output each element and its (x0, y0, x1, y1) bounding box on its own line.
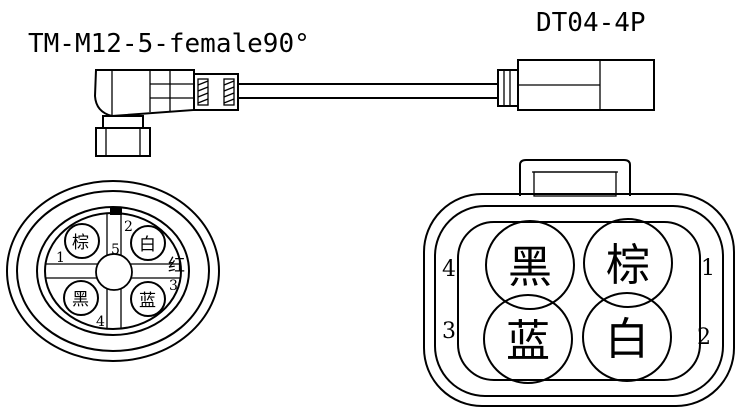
dt-pin-1-number: 1 (701, 256, 715, 281)
m12-pin-4-number: 4 (96, 314, 105, 330)
dt-pin-4-contact (485, 220, 575, 310)
m12-pin-2-number: 2 (124, 219, 133, 235)
dt-pin-2-number: 2 (697, 325, 711, 350)
dt-pin-4-number: 4 (442, 257, 456, 282)
cable (238, 83, 498, 99)
m12-pin-1-color: 棕 (72, 233, 89, 253)
m12-red-wire-label: 红 (168, 256, 185, 276)
dt-pin-1-contact (583, 218, 673, 308)
m12-pin-5-number: 5 (111, 242, 120, 258)
dt-pin-3-color: 蓝 (506, 316, 550, 367)
dt04-face-view: 黑 4 棕 1 蓝 3 白 2 (423, 159, 735, 407)
m12-pin-1-number: 1 (56, 250, 65, 266)
m12-pin-2-contact (130, 225, 166, 261)
m12-face-view: 棕 1 白 2 蓝 3 黑 4 5 红 (6, 180, 220, 362)
m12-strain-relief (193, 73, 239, 111)
dt-connector-title: DT04-4P (536, 8, 646, 38)
dt-pin-1-color: 棕 (606, 240, 650, 291)
dt-pin-3-number: 3 (442, 319, 456, 344)
m12-pin-3-color: 蓝 (139, 291, 156, 311)
m12-connector-title: TM-M12-5-female90° (28, 29, 310, 59)
cable-assembly (93, 59, 655, 157)
dt04-plug-body (497, 59, 655, 111)
coding-key (110, 207, 122, 215)
m12-right-angle-body (93, 69, 195, 157)
m12-pin-3-contact (130, 281, 166, 317)
m12-pin-2-color: 白 (139, 235, 156, 255)
dt-pin-4-color: 黑 (508, 242, 552, 293)
dt-pin-2-contact (582, 292, 672, 382)
m12-pin-5-contact (95, 253, 133, 291)
m12-pin-3-number: 3 (169, 278, 178, 294)
dt-pin-3-contact (483, 294, 573, 384)
m12-pin-4-contact (63, 280, 99, 316)
m12-pin-4-color: 黑 (72, 290, 89, 310)
dt-pin-2-color: 白 (605, 314, 649, 365)
m12-pin-1-contact (64, 223, 100, 259)
